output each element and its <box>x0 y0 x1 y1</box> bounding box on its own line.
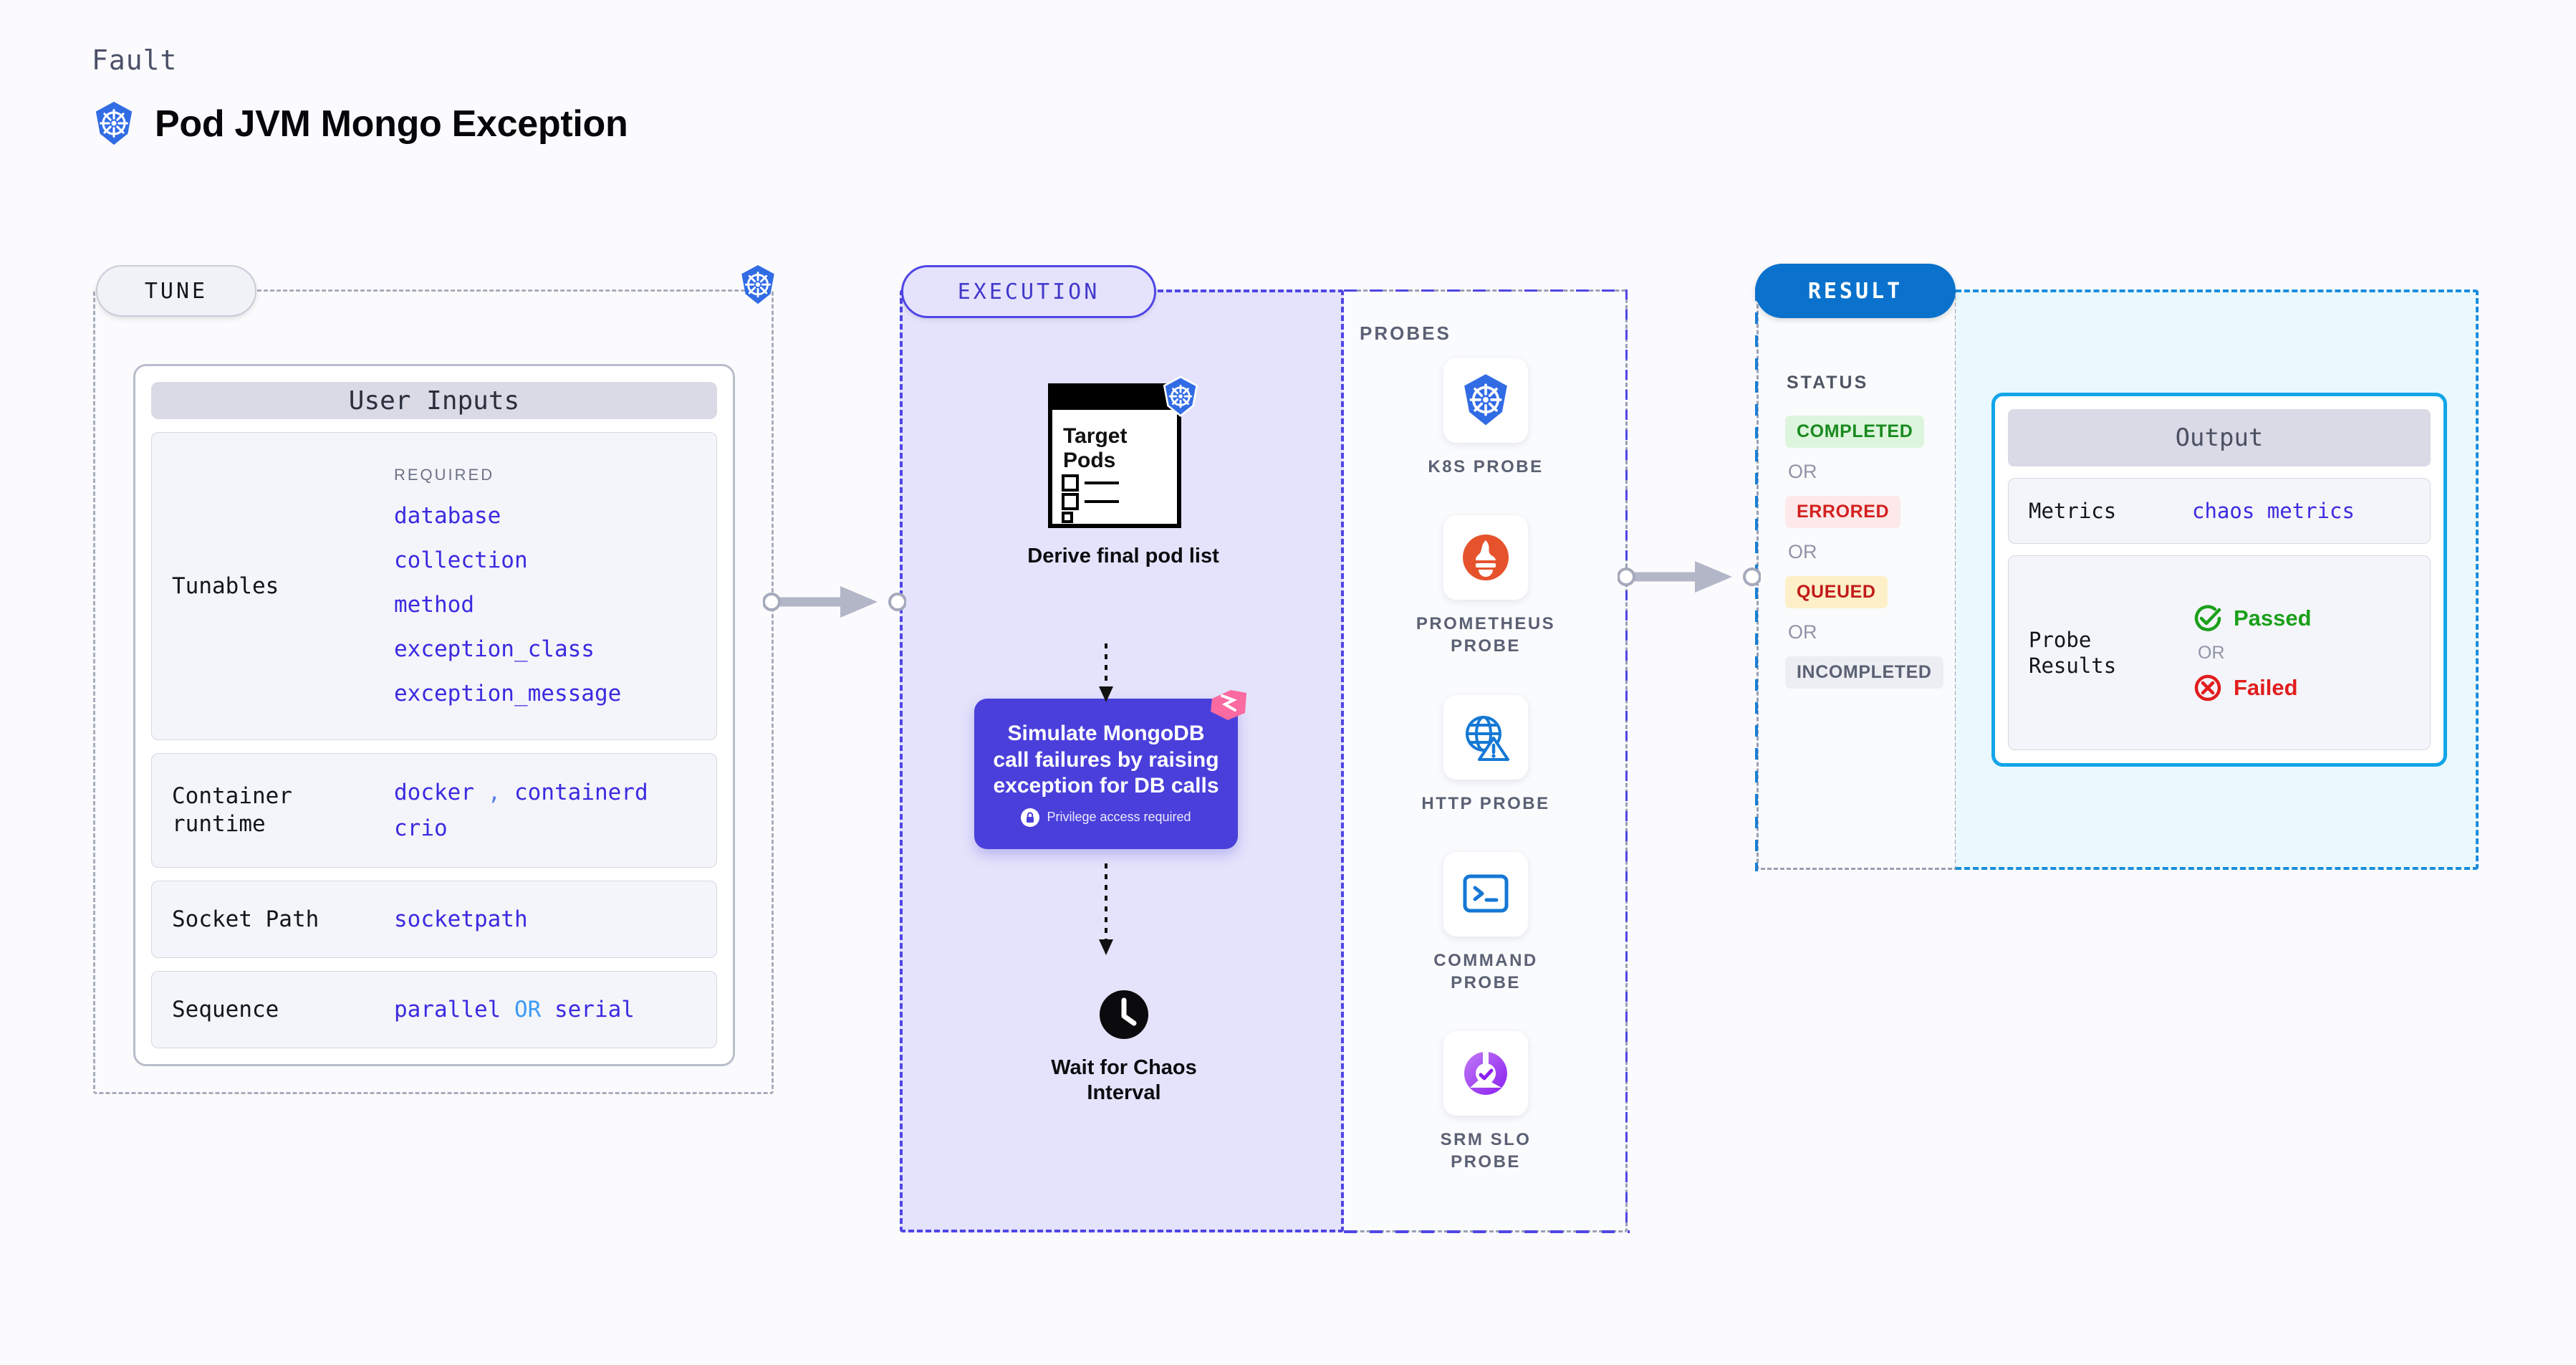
sequence-value: serial <box>554 997 635 1022</box>
status-badge-incompleted: INCOMPLETED <box>1785 656 1943 689</box>
probe-label: COMMAND PROBE <box>1433 950 1538 992</box>
probe-label: K8S PROBE <box>1428 457 1544 476</box>
flow-arrow-down-2 <box>1099 863 1113 955</box>
derive-caption: Derive final pod list <box>1027 545 1219 567</box>
tunable-item: exception_class <box>394 636 595 662</box>
http-globe-warning-icon <box>1443 694 1528 780</box>
probe-results-label: Probe Results <box>2029 627 2117 678</box>
page-header: Fault Pod JVM Mongo Exception <box>92 44 628 148</box>
action-description: Simulate MongoDB call failures by raisin… <box>993 722 1219 798</box>
status-or-separator: OR <box>1788 541 1817 562</box>
wait-caption: Wait for Chaos Interval <box>1051 1056 1197 1105</box>
ribbon-flag-icon <box>1211 690 1246 720</box>
probe-item-command[interactable]: COMMAND PROBE <box>1433 851 1538 994</box>
sequence-values: parallel OR serial <box>394 997 635 1022</box>
tunable-item: database <box>394 503 501 529</box>
privilege-note-row: Privilege access required <box>1021 808 1191 827</box>
status-badge-errored: ERRORED <box>1785 496 1901 528</box>
runtime-value: containerd <box>514 780 648 805</box>
kubernetes-icon <box>1163 375 1198 417</box>
output-title: Output <box>2008 409 2431 466</box>
clock-icon <box>1100 990 1148 1039</box>
srm-slo-donut-check-icon <box>1443 1031 1528 1116</box>
sequence-value: parallel <box>394 997 501 1022</box>
flow-arrow-down-1 <box>1099 643 1113 702</box>
tunable-item: collection <box>394 547 528 573</box>
x-circle-icon <box>2194 674 2221 701</box>
check-circle-icon <box>2194 604 2221 631</box>
result-badge: RESULT <box>1755 264 1956 318</box>
kubernetes-icon <box>92 100 136 148</box>
user-inputs-title: User Inputs <box>151 382 717 419</box>
sequence-label: Sequence <box>172 996 279 1022</box>
status-badge-completed: COMPLETED <box>1785 416 1925 448</box>
container-runtime-row: Container runtime docker , containerd cr… <box>151 753 717 868</box>
tunables-values: REQUIRED database collection method exce… <box>394 466 621 707</box>
title-row: Pod JVM Mongo Exception <box>92 100 628 148</box>
user-inputs-card: User Inputs Tunables REQUIRED database c… <box>133 364 735 1066</box>
probe-item-http[interactable]: HTTP PROBE <box>1421 694 1550 815</box>
runtime-value: crio <box>394 815 448 841</box>
tune-badge: TUNE <box>96 265 256 317</box>
tune-panel-region <box>93 289 774 1094</box>
status-or-separator: OR <box>1788 461 1817 482</box>
svg-text:Pods: Pods <box>1063 449 1115 472</box>
probe-results-row: Probe Results Passed OR Failed <box>2008 555 2431 750</box>
connector-arrow-execution-to-result <box>1618 561 1761 593</box>
wait-for-chaos-block: Wait for Chaos Interval <box>1020 989 1228 1106</box>
sequence-separator: OR <box>514 997 542 1022</box>
probe-label: PROMETHEUS PROBE <box>1416 614 1556 656</box>
terminal-icon <box>1443 851 1528 937</box>
failed-label: Failed <box>2234 674 2298 700</box>
metrics-label: Metrics <box>2029 498 2117 523</box>
probe-list: K8S PROBE PROMETHEUS PROBE <box>1360 358 1612 1174</box>
sequence-row: Sequence parallel OR serial <box>151 971 717 1048</box>
tunables-label: Tunables <box>172 573 279 599</box>
socket-path-value: socketpath <box>394 906 528 932</box>
runtime-value: docker <box>394 780 474 805</box>
probe-label: SRM SLO PROBE <box>1440 1130 1532 1172</box>
probes-bottom-border <box>1344 1230 1630 1233</box>
probe-or-separator: OR <box>2198 642 2225 663</box>
socket-path-row: Socket Path socketpath <box>151 881 717 958</box>
execution-badge: EXECUTION <box>901 265 1156 318</box>
tunable-item: exception_message <box>394 681 622 707</box>
status-badge-queued: QUEUED <box>1785 576 1888 608</box>
probes-heading: PROBES <box>1360 322 1451 344</box>
probe-results-values: Passed OR Failed <box>2192 603 2312 704</box>
status-heading: STATUS <box>1787 373 1869 393</box>
metrics-row: Metrics chaos metrics <box>2008 478 2431 544</box>
runtime-separator: , <box>487 780 501 805</box>
page-title: Pod JVM Mongo Exception <box>155 103 628 145</box>
probe-item-prometheus[interactable]: PROMETHEUS PROBE <box>1416 515 1555 657</box>
connector-arrow-tune-to-execution <box>763 586 906 618</box>
output-card: Output Metrics chaos metrics Probe Resul… <box>1991 393 2447 767</box>
privilege-note-text: Privilege access required <box>1047 810 1191 825</box>
kubernetes-icon <box>1443 358 1528 443</box>
status-list: COMPLETED OR ERRORED OR QUEUED OR INCOMP… <box>1785 416 1950 689</box>
target-pods-document-icon: Target Pods <box>1040 375 1206 530</box>
tunable-item: method <box>394 592 474 618</box>
fault-eyebrow-label: Fault <box>92 44 178 76</box>
container-runtime-label: Container runtime <box>172 783 292 837</box>
container-runtime-values: docker , containerd crio <box>394 780 648 841</box>
socket-path-label: Socket Path <box>172 906 319 932</box>
metrics-value: chaos metrics <box>2192 499 2355 523</box>
probe-label: HTTP PROBE <box>1421 793 1550 813</box>
tunables-row: Tunables REQUIRED database collection me… <box>151 432 717 740</box>
lock-icon <box>1021 808 1040 827</box>
probe-item-k8s[interactable]: K8S PROBE <box>1428 358 1543 478</box>
status-or-separator: OR <box>1788 621 1817 643</box>
probe-result-passed: Passed <box>2192 603 2312 634</box>
svg-text:Target: Target <box>1063 424 1127 448</box>
passed-label: Passed <box>2234 605 2312 631</box>
action-card: Simulate MongoDB call failures by raisin… <box>974 690 1246 849</box>
kubernetes-icon <box>738 264 778 310</box>
derive-pod-list-block: Target Pods Derive final pod list <box>1009 375 1238 568</box>
prometheus-icon <box>1443 515 1528 600</box>
required-heading: REQUIRED <box>394 466 495 484</box>
probe-item-srm-slo[interactable]: SRM SLO PROBE <box>1441 1031 1532 1173</box>
probe-result-failed: Failed <box>2192 672 2312 704</box>
